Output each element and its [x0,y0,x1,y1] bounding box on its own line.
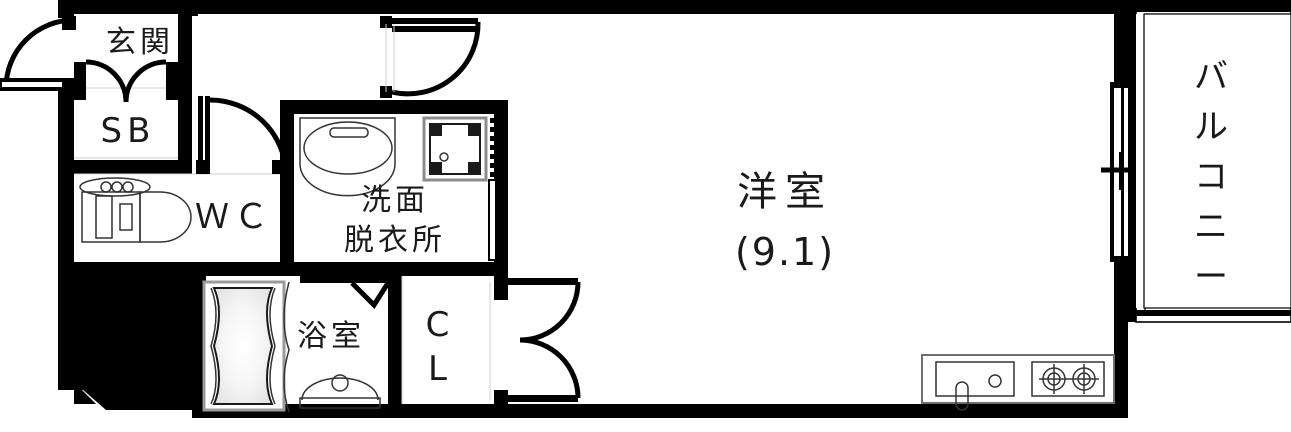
bathtub [202,280,286,412]
room-label-closet-line1: C [426,305,455,345]
toilet-room: ＷＣ [74,96,289,243]
bathroom-folding-door[interactable] [300,276,391,309]
washroom: 洗面 脱衣所 [299,16,497,261]
kitchen-counter [921,354,1115,411]
main-room: 洋室 (9.1) [735,169,1115,411]
room-label-washroom-line2: 脱衣所 [344,223,446,258]
room-label-washroom-line1: 洗面 [361,183,429,218]
room-label-sb: SB [101,111,156,151]
room-area-main: (9.1) [735,230,835,274]
bath-partition-curve [283,281,290,413]
vanity-sink [299,117,396,197]
genkan-partition [182,14,192,94]
shower-fixture [299,374,381,409]
washing-machine-pan [422,116,488,182]
room-label-genkan: 玄関 [106,25,174,60]
balcony-char-5: ー [1194,257,1230,297]
washroom-louver-door[interactable] [488,118,497,261]
washroom-door[interactable] [380,16,481,98]
room-label-closet-line2: L [428,349,452,389]
entrance-area [0,14,192,159]
gas-stove [1031,361,1105,397]
balcony-char-2: ル [1194,107,1230,147]
burner-left [1039,364,1069,394]
room-label-bath: 浴室 [297,319,365,354]
louver-panel [488,179,497,261]
toilet-fixture [79,177,192,243]
shoe-box-doors[interactable] [74,59,178,103]
balcony-label: バ ル コ ニ ー [1194,57,1230,297]
balcony-char-3: コ [1194,157,1230,197]
room-label-main: 洋室 [737,169,833,215]
toilet-door[interactable] [196,96,289,174]
balcony-char-1: バ [1194,57,1230,97]
closet-doors[interactable] [494,276,581,404]
closet: C L [401,276,581,404]
bathroom: 浴室 [202,276,391,413]
balcony-char-4: ニ [1194,207,1230,247]
room-label-wc: ＷＣ [195,197,273,237]
structural-walls [58,0,1128,418]
balcony: バ ル コ ニ ー [1128,0,1291,323]
burner-right [1069,364,1099,394]
kitchen-sink [935,361,1015,411]
